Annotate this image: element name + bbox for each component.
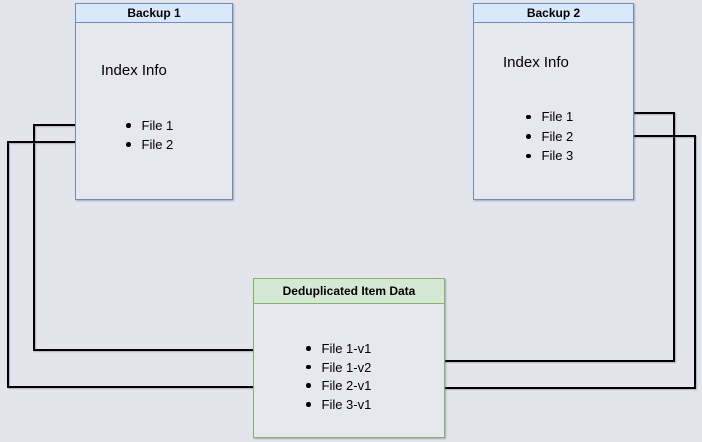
list-item: File 1-v2 — [306, 358, 371, 377]
file-label: File 1-v2 — [321, 359, 372, 375]
bullet-icon — [306, 346, 311, 351]
list-item: File 3 — [526, 146, 573, 166]
file-label: File 1 — [141, 118, 174, 133]
backup1-index-info-label: Index Info — [101, 62, 167, 79]
backup1-box: Backup 1 Index Info File 1 File 2 — [75, 3, 233, 200]
list-item: File 2 — [126, 135, 173, 154]
backup2-header: Backup 2 — [474, 4, 633, 23]
list-item: File 2 — [526, 127, 573, 147]
backup1-file-list: File 1 File 2 — [126, 116, 173, 154]
bullet-icon — [306, 402, 311, 407]
backup2-box: Backup 2 Index Info File 1 File 2 File 3 — [473, 3, 634, 200]
list-item: File 1-v1 — [306, 339, 371, 358]
bullet-icon — [126, 123, 131, 128]
list-item: File 3-v1 — [306, 395, 371, 414]
file-label: File 2 — [141, 137, 174, 152]
file-label: File 1 — [541, 109, 574, 125]
bullet-icon — [526, 153, 531, 158]
file-label: File 3-v1 — [321, 396, 372, 412]
dedup-header: Deduplicated Item Data — [254, 279, 444, 304]
dedup-box: Deduplicated Item Data File 1-v1 File 1-… — [253, 278, 445, 438]
bullet-icon — [526, 114, 531, 119]
file-label: File 2 — [541, 128, 574, 144]
bullet-icon — [126, 142, 131, 147]
list-item: File 2-v1 — [306, 376, 371, 395]
backup2-file-list: File 1 File 2 File 3 — [526, 107, 573, 166]
bullet-icon — [526, 134, 531, 139]
list-item: File 1 — [126, 116, 173, 135]
bullet-icon — [306, 364, 311, 370]
file-label: File 1-v1 — [321, 340, 372, 356]
backup1-header: Backup 1 — [76, 4, 232, 23]
bullet-icon — [306, 383, 311, 388]
dedup-item-list: File 1-v1 File 1-v2 File 2-v1 File 3-v1 — [306, 339, 371, 414]
file-label: File 3 — [541, 148, 574, 164]
backup2-index-info-label: Index Info — [503, 54, 569, 71]
file-label: File 2-v1 — [321, 378, 372, 394]
list-item: File 1 — [526, 107, 573, 127]
